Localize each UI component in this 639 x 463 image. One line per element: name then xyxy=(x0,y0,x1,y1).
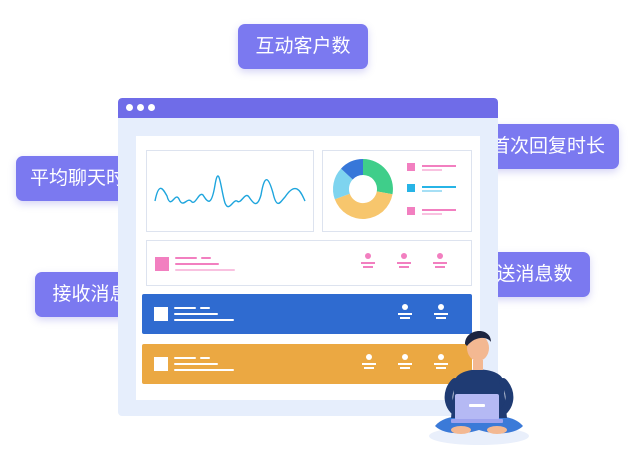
sent-messages-row xyxy=(142,294,472,334)
line-chart-graphic xyxy=(154,175,306,208)
interactive-customers-label: 互动客户数 xyxy=(238,24,368,69)
row-marker xyxy=(154,307,168,321)
row-line xyxy=(174,357,196,359)
row-line xyxy=(174,369,234,371)
window-dot xyxy=(148,104,155,111)
row-line xyxy=(200,357,210,359)
window-titlebar xyxy=(118,98,498,118)
line-chart-card xyxy=(146,150,314,232)
window-dot xyxy=(126,104,133,111)
orange-stats-row xyxy=(142,344,472,384)
person-with-laptop-illustration xyxy=(429,330,529,445)
window-dot xyxy=(137,104,144,111)
row-line xyxy=(201,257,211,259)
row-line xyxy=(175,269,235,271)
row-line xyxy=(200,307,210,309)
row-marker xyxy=(154,357,168,371)
donut-chart-card xyxy=(322,150,472,232)
donut-chart-graphic xyxy=(332,159,456,219)
dashboard-window xyxy=(118,98,498,416)
row-line xyxy=(174,363,218,365)
dashboard-panel xyxy=(136,136,480,400)
received-messages-row xyxy=(146,240,472,286)
row-line xyxy=(174,307,196,309)
row-line xyxy=(174,313,218,315)
row-line xyxy=(175,263,219,265)
row-marker xyxy=(155,257,169,271)
row-line xyxy=(174,319,234,321)
row-line xyxy=(175,257,197,259)
